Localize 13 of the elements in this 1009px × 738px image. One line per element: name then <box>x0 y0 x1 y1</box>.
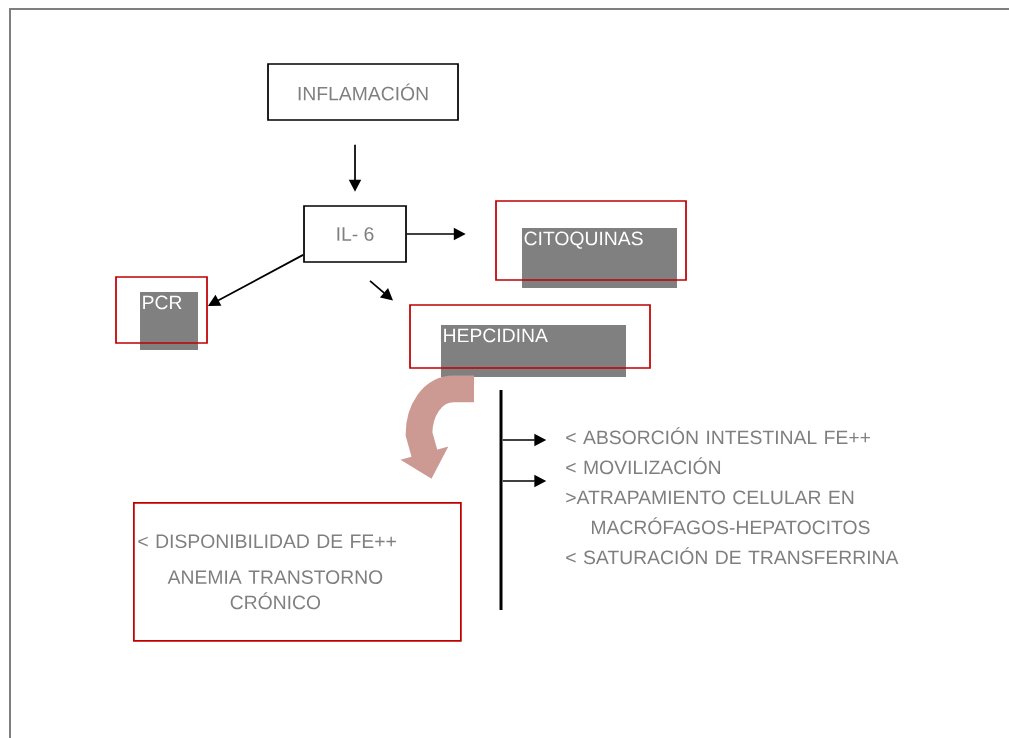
highlight-box: HEPCIDINA <box>409 304 651 377</box>
effect-text: < SATURACIÓN DE TRANSFERRINA <box>566 547 899 565</box>
vertical-bar <box>499 390 503 610</box>
effect-text: < ABSORCIÓN INTESTINAL FE++ <box>566 427 870 445</box>
effect-text: >ATRAPAMIENTO CELULAR EN MACRÓFAGOS-HEPATOCITOS <box>566 490 870 535</box>
process-box: IL- 6 <box>303 205 407 263</box>
result-box <box>133 502 462 642</box>
process-box: INFLAMACIÓN <box>267 63 459 121</box>
effect-text: < MOVILIZACIÓN <box>566 457 720 475</box>
highlight-box: CITOQUINAS <box>495 200 687 288</box>
box-text: < DISPONIBILIDAD DE FE++ <box>138 534 396 549</box>
box-text: ANEMIA TRANSTORNO CRÓNICO <box>167 570 383 610</box>
highlight-box: PCR <box>115 276 208 350</box>
